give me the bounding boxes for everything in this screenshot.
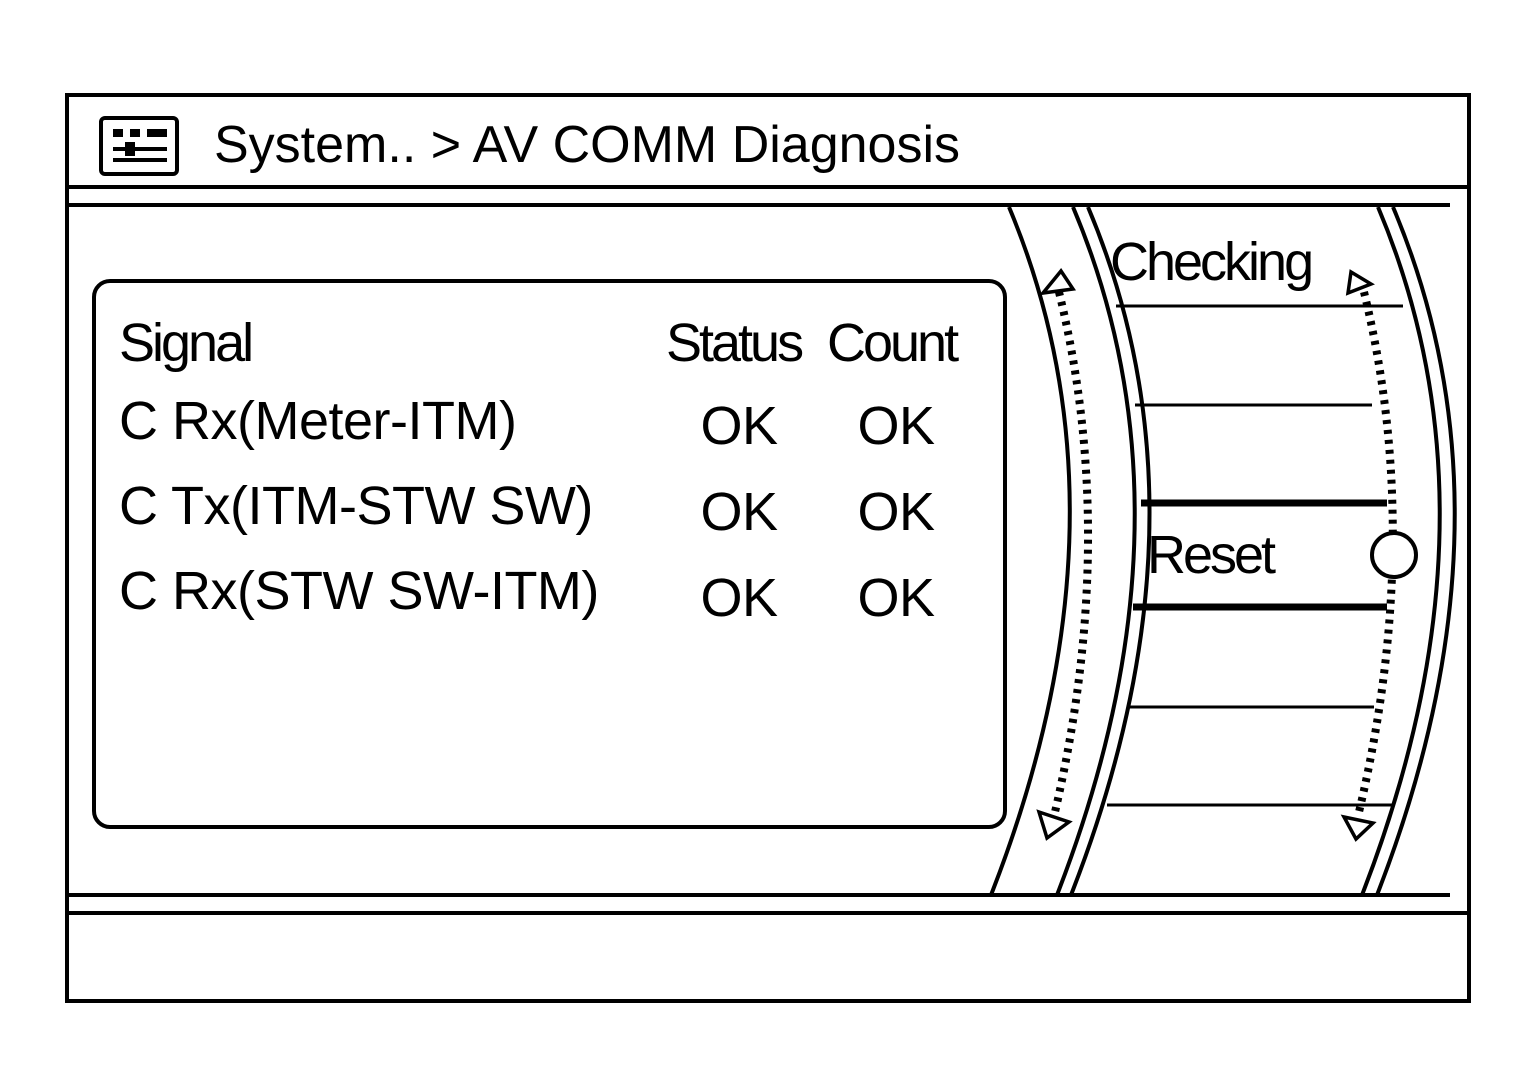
signal-status: OK xyxy=(700,482,778,542)
signal-count: OK xyxy=(857,396,935,456)
triangle-up-icon[interactable] xyxy=(1038,268,1077,296)
circle-icon xyxy=(1370,531,1418,579)
wheel-outer-left-arc xyxy=(989,206,1072,896)
menu-item-reset[interactable]: Reset xyxy=(1147,525,1276,585)
menu-scroll-wheel[interactable] xyxy=(69,97,1475,1007)
signal-count: OK xyxy=(857,482,935,542)
signal-name: C Tx(ITM-STW SW) xyxy=(119,476,593,536)
signal-count: OK xyxy=(857,568,935,628)
menu-item-checking[interactable]: Checking xyxy=(1110,232,1314,292)
signal-table: Signal Status Count C Rx(Meter-ITM) OK O… xyxy=(92,279,1007,829)
bottom-divider xyxy=(69,893,1450,897)
right-scroll-track xyxy=(1355,291,1397,813)
breadcrumb-title: System.. > AV COMM Diagnosis xyxy=(214,116,961,174)
signal-name: C Rx(STW SW-ITM) xyxy=(119,561,599,621)
column-header-status: Status xyxy=(666,313,804,373)
signal-name: C Rx(Meter-ITM) xyxy=(119,391,517,451)
wheel-right-outer-arc xyxy=(1375,206,1457,896)
triangle-down-icon[interactable] xyxy=(1036,809,1073,841)
wheel-right-arc xyxy=(1360,206,1442,896)
signal-status: OK xyxy=(700,568,778,628)
top-divider xyxy=(69,203,1450,207)
title-bar: System.. > AV COMM Diagnosis xyxy=(69,97,1467,189)
triangle-up-icon[interactable] xyxy=(1345,269,1375,296)
signal-status: OK xyxy=(700,396,778,456)
column-header-signal: Signal xyxy=(119,313,254,373)
wheel-left-inner-arc xyxy=(1069,206,1152,896)
left-scroll-track xyxy=(1051,291,1092,813)
status-bar-border xyxy=(69,911,1467,915)
diagnosis-screen: System.. > AV COMM Diagnosis Signal Stat… xyxy=(65,93,1471,1003)
triangle-down-icon[interactable] xyxy=(1340,814,1377,842)
wheel-left-arc xyxy=(1055,206,1137,896)
system-panel-icon xyxy=(99,116,179,176)
status-bar xyxy=(69,911,1467,999)
column-header-count: Count xyxy=(827,313,959,373)
